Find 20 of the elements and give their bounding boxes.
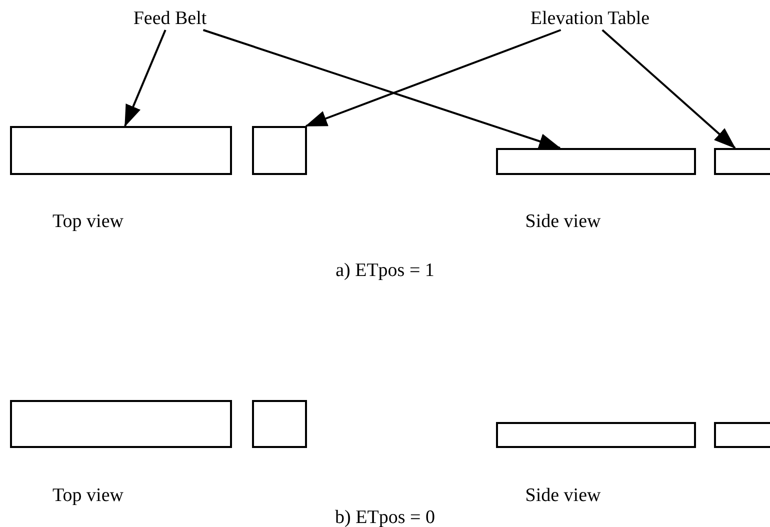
view-rectangle (252, 126, 307, 175)
arrow (124, 30, 166, 127)
part-label: Feed Belt (124, 8, 216, 30)
view-rectangle (252, 400, 307, 448)
caption-text: Top view (52, 485, 124, 507)
view-rectangle (10, 400, 232, 448)
view-rectangle (714, 422, 770, 448)
part-label: Elevation Table (512, 8, 668, 30)
arrow (202, 29, 561, 149)
caption-text: Side view (524, 211, 602, 233)
caption-text: b) ETpos = 0 (334, 507, 436, 527)
view-rectangle (714, 148, 770, 175)
caption-text: Side view (524, 485, 602, 507)
view-rectangle (496, 148, 696, 175)
arrow (305, 29, 562, 127)
caption-text: Top view (52, 211, 124, 233)
view-rectangle (496, 422, 696, 448)
caption-text: a) ETpos = 1 (334, 260, 436, 282)
view-rectangle (10, 126, 232, 175)
arrow (602, 29, 736, 149)
